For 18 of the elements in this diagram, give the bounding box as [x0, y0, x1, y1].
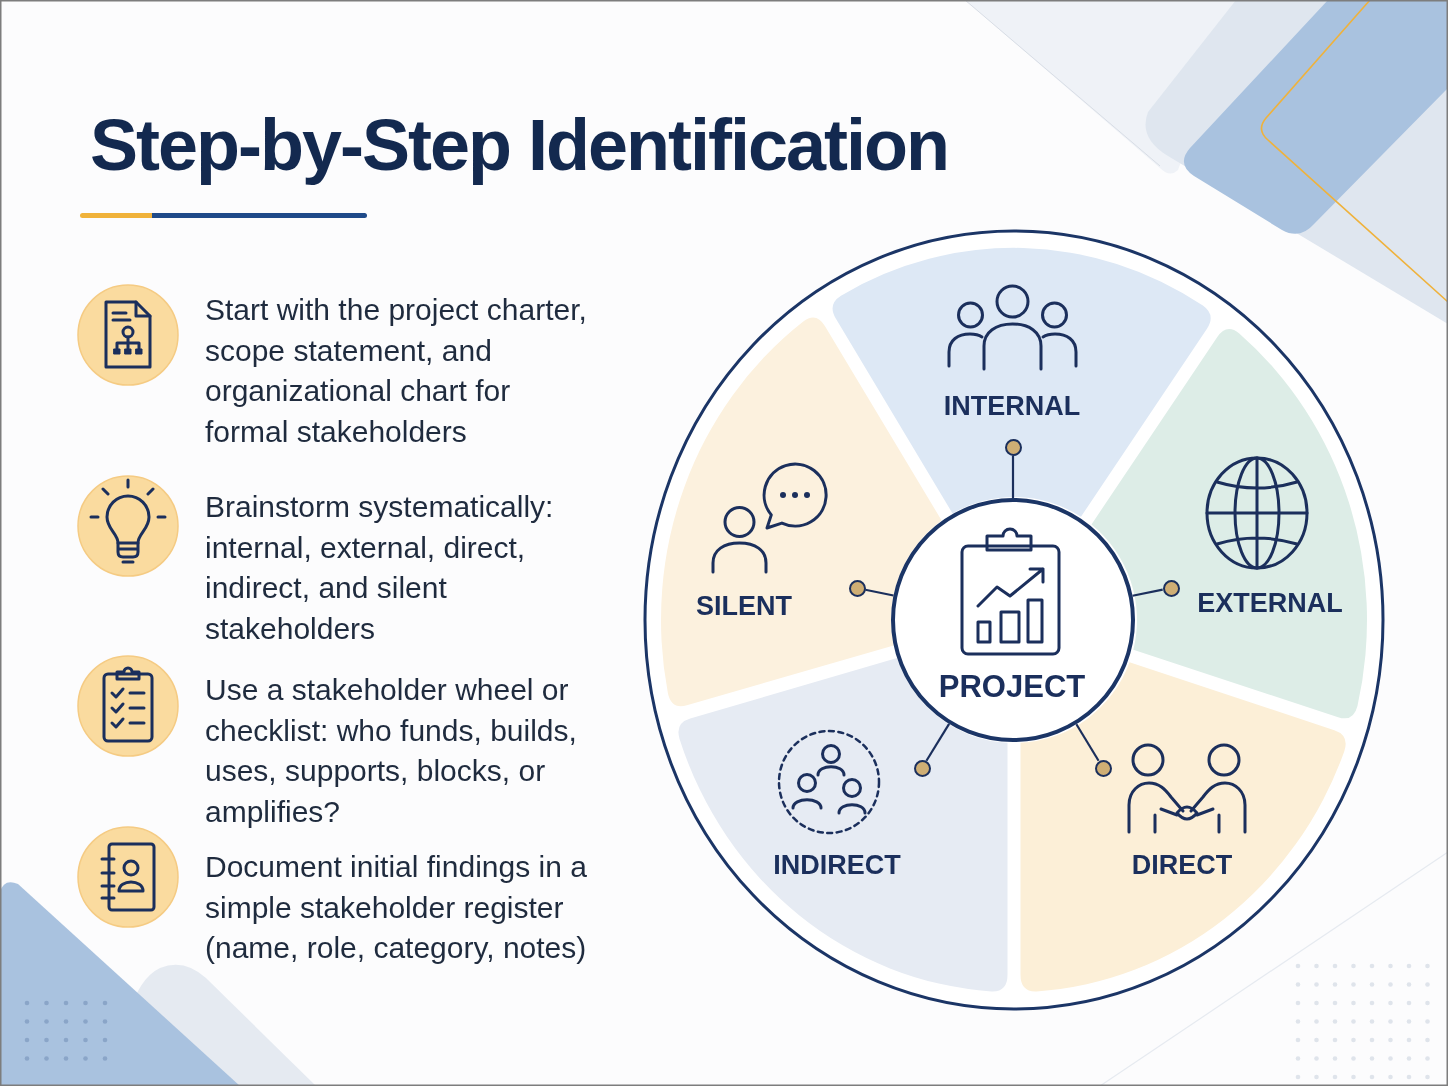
segment-label: DIRECT	[1131, 849, 1233, 881]
hub-label: PROJECT	[938, 669, 1086, 705]
step-text: Brainstorm systematically: internal, external, direct, indirect, and silent stakeholders	[205, 489, 555, 647]
connector-line	[1075, 723, 1100, 762]
segment-label: INDIRECT	[773, 849, 901, 881]
segment-label: INTERNAL	[943, 390, 1081, 422]
step-text: Start with the project charter, scope statement, and organizational chart for formal stakeholders	[205, 292, 588, 450]
step-text: Use a stakeholder wheel or checklist: who funds, builds, uses, supports, blocks, or amplifies?	[205, 672, 578, 830]
connector-line	[1132, 588, 1163, 597]
wheel-segment	[831, 246, 1212, 518]
connector-line	[865, 588, 894, 597]
connector-line	[1011, 455, 1015, 498]
segment-label: EXTERNAL	[1197, 587, 1343, 619]
segment-label: SILENT	[696, 590, 792, 622]
wheel-segment	[1090, 328, 1368, 720]
title: Step-by-Step Identification	[90, 105, 949, 185]
connector-line	[925, 723, 951, 762]
step-text: Document initial findings in a simple stakeholder register (name, role, category, notes)	[205, 849, 588, 966]
